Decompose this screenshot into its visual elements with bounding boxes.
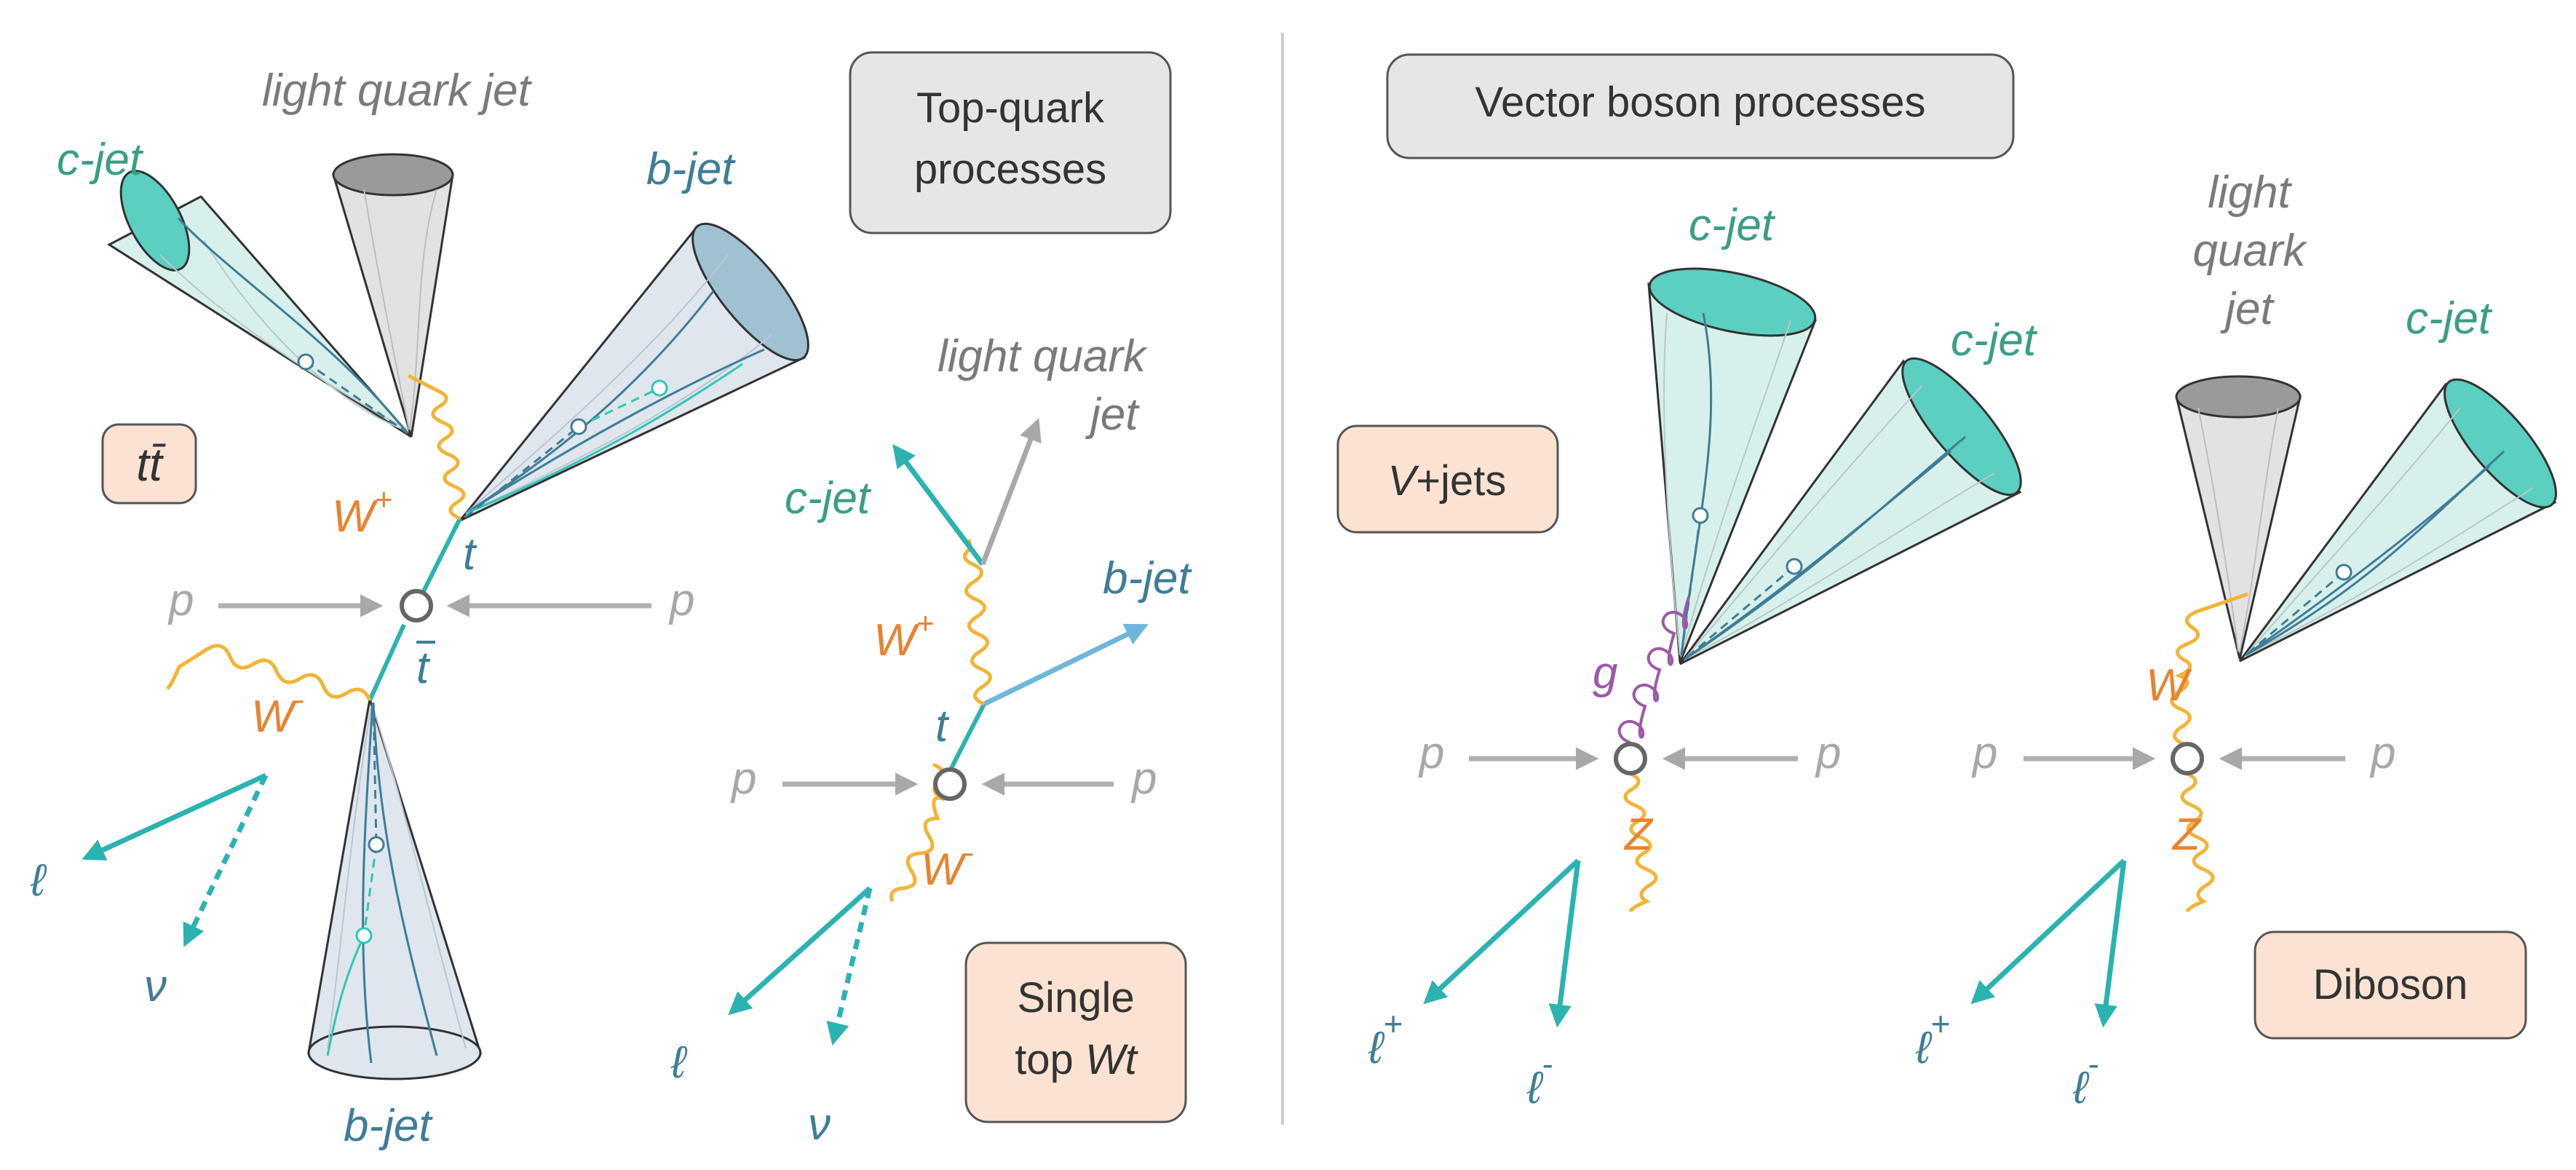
diboson-cjet-cone: [2238, 378, 2557, 663]
diboson-z-label: Z: [2171, 810, 2202, 860]
vjets-lminus-label: ℓ-: [1526, 1045, 1553, 1113]
ttbar-p-right-label: p: [668, 575, 694, 625]
ttbar-cjet-cone: [107, 170, 413, 438]
single-lepton-label: ℓ: [670, 1037, 688, 1088]
diboson-light-label-3: jet: [2220, 284, 2275, 334]
ttbar-bjet-top-label: b-jet: [646, 144, 736, 194]
header-vector-boson: Vector boson processes: [1386, 53, 2015, 159]
diboson-lplus-label: ℓ+: [1915, 1005, 1950, 1073]
badge-ttbar: tt̄: [101, 423, 197, 505]
single-p-left-label: p: [730, 754, 756, 804]
header-top-line1: Top-quark: [916, 84, 1105, 132]
vjets-lplus-arrow: [1423, 858, 1580, 1005]
single-wminus-label: W-: [921, 835, 974, 895]
diboson-cjet-label: c-jet: [2406, 293, 2493, 344]
single-cjet-label: c-jet: [785, 473, 872, 523]
diboson-diagram: Diboson light quark jet c-jet W Z p p ℓ+…: [1915, 167, 2557, 1113]
ttbar-tbar-label: t: [416, 643, 431, 693]
diboson-vertex: [2171, 742, 2204, 775]
badge-diboson: Diboson: [2254, 930, 2527, 1040]
single-wplus-label: W+: [873, 606, 934, 665]
ttbar-lepton-label: ℓ: [30, 855, 47, 906]
vjets-g-label: g: [1593, 648, 1617, 698]
diboson-light-label-2: quark: [2192, 226, 2307, 276]
ttbar-light-label: light quark jet: [262, 66, 533, 116]
single-bjet-label: b-jet: [1103, 553, 1192, 604]
single-top-line: [949, 703, 986, 770]
vjets-diagram: V+jets c-jet c-jet g Z p p ℓ+ ℓ-: [1336, 200, 2038, 1113]
ttbar-diagram: tt̄ light quark jet c-jet b-jet b-jet W+…: [30, 66, 809, 1151]
single-nu-label: ν: [808, 1099, 831, 1150]
badge-vjets-text: V+jets: [1388, 457, 1507, 505]
ttbar-wplus-boson: [407, 373, 466, 521]
badge-single-line2: top Wt: [1015, 1036, 1138, 1083]
vjets-cjet-label-1: c-jet: [1689, 200, 1776, 250]
vjets-cjet-label-2: c-jet: [1951, 315, 2038, 365]
single-light-arrow: [980, 418, 1042, 566]
single-light-label-1: light quark: [938, 331, 1148, 382]
diboson-lminus-arrow: [2094, 860, 2127, 1028]
header-top-quark: Top-quark processes: [849, 51, 1172, 234]
vjets-lplus-label: ℓ+: [1368, 1005, 1403, 1073]
diboson-light-cone: [2175, 375, 2302, 660]
badge-vjets: V+jets: [1336, 424, 1559, 534]
diboson-w-label: W: [2146, 660, 2192, 711]
vjets-cjet-cone-2: [1679, 357, 2022, 665]
single-t-label: t: [935, 701, 950, 751]
header-vector-text: Vector boson processes: [1475, 79, 1925, 126]
vjets-z-boson: [1623, 771, 1658, 913]
ttbar-antitop-line: [368, 623, 406, 702]
ttbar-neutrino-arrow: [183, 774, 269, 947]
single-bjet-arrow: [983, 623, 1149, 707]
diboson-w-boson: [2170, 592, 2248, 746]
ttbar-bjet-bottom-label: b-jet: [344, 1101, 433, 1151]
vjets-cjet-cone-1: [1647, 267, 1818, 663]
ttbar-lepton-arrow: [82, 772, 267, 861]
ttbar-wplus-label: W+: [332, 482, 392, 542]
vjets-z-label: Z: [1623, 810, 1654, 860]
diboson-p-right-label: p: [2369, 728, 2395, 778]
diboson-z-boson: [2180, 771, 2215, 913]
ttbar-vertex: [400, 589, 433, 622]
badge-ttbar-text: tt̄: [136, 438, 166, 491]
diboson-p-left-label: p: [1971, 728, 1997, 778]
vjets-p-left-label: p: [1418, 728, 1444, 778]
ttbar-nu-label: ν: [144, 961, 167, 1011]
badge-single-line1: Single: [1017, 974, 1134, 1021]
vjets-gluon: [1617, 596, 1690, 744]
badge-diboson-text: Diboson: [2313, 961, 2468, 1008]
diboson-lminus-label: ℓ-: [2072, 1045, 2099, 1113]
ttbar-wminus-boson: [166, 644, 372, 702]
badge-single-top: Single top Wt: [964, 941, 1187, 1123]
vjets-vertex: [1614, 742, 1647, 775]
single-light-label-2: jet: [1085, 390, 1140, 440]
ttbar-p-left-label: p: [167, 575, 194, 625]
vjets-lminus-arrow: [1548, 860, 1581, 1028]
single-p-right-label: p: [1130, 754, 1157, 804]
diboson-lplus-arrow: [1970, 858, 2126, 1005]
single-vertex: [933, 767, 967, 801]
ttbar-cjet-label: c-jet: [57, 135, 144, 185]
ttbar-bjet-cone-bottom: [307, 698, 483, 1080]
ttbar-top-line: [415, 517, 462, 606]
single-lepton-arrow: [728, 886, 872, 1016]
singletop-diagram: Single top Wt light quark jet c-jet b-je…: [670, 331, 1192, 1150]
ttbar-light-cone: [331, 153, 454, 438]
ttbar-t-label: t: [463, 529, 477, 580]
single-neutrino-arrow: [826, 888, 873, 1046]
ttbar-wminus-label: W-: [251, 682, 304, 742]
header-top-line2: processes: [914, 146, 1106, 193]
diboson-light-label-1: light: [2208, 167, 2293, 218]
ttbar-bjet-cone-top: [459, 222, 809, 522]
vjets-p-right-label: p: [1815, 728, 1841, 778]
single-wplus-boson: [963, 539, 992, 706]
single-cjet-arrow: [892, 443, 985, 566]
